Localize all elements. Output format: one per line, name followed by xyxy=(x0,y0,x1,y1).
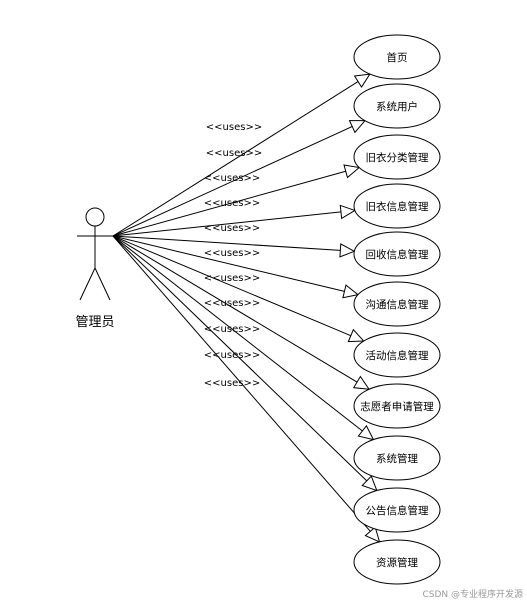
uses-label: <<uses>> xyxy=(204,248,260,259)
relations-group: <<uses>> <<uses>> <<uses>> <<uses>> <<uses>>… xyxy=(112,73,381,543)
actor-name: 管理员 xyxy=(75,315,114,330)
uses-label: <<uses>> xyxy=(204,198,260,209)
use-case-ellipse xyxy=(353,435,441,481)
uses-arrowhead xyxy=(353,73,371,88)
uses-label: <<uses>> xyxy=(204,173,260,184)
uses-relation-line xyxy=(112,81,359,237)
use-case-ellipse xyxy=(353,183,441,229)
actor-figure xyxy=(77,207,113,301)
actor-left-leg xyxy=(79,267,96,301)
use-case-ellipse xyxy=(353,231,441,277)
uses-label: <<uses>> xyxy=(206,122,262,133)
uses-label: <<uses>> xyxy=(204,223,260,234)
uses-arrowhead xyxy=(364,526,381,543)
use-case-ellipse xyxy=(353,134,441,180)
use-case-label: 沟通信息管理 xyxy=(366,298,429,311)
uses-arrowhead xyxy=(339,243,356,258)
uses-arrowhead xyxy=(361,475,378,492)
uses-relation-line xyxy=(112,126,353,237)
actor-right-leg xyxy=(94,267,111,301)
use-case-label: 公告信息管理 xyxy=(366,504,429,517)
uses-relation-line xyxy=(112,235,352,337)
uses-relation-line xyxy=(112,170,346,237)
uses-label: <<uses>> xyxy=(204,298,260,309)
uses-relation-line xyxy=(112,235,358,383)
uses-relation-line xyxy=(112,211,342,237)
uses-label: <<uses>> xyxy=(204,378,260,389)
use-case-ellipse xyxy=(353,487,441,533)
uses-relation-line xyxy=(112,235,371,532)
use-case-label: 旧衣分类管理 xyxy=(366,151,429,164)
uses-arrowhead xyxy=(339,204,357,220)
use-case-ellipse xyxy=(353,539,441,585)
uses-label: <<uses>> xyxy=(206,148,262,159)
use-case-label: 活动信息管理 xyxy=(366,349,429,362)
use-case-label: 志愿者申请管理 xyxy=(360,400,434,413)
use-case-ellipse xyxy=(353,83,441,129)
use-cases-group: 首页系统用户旧衣分类管理旧衣信息管理回收信息管理沟通信息管理活动信息管理志愿者申… xyxy=(353,34,441,585)
use-case-label: 旧衣信息管理 xyxy=(366,200,429,213)
use-case-ellipse xyxy=(353,383,441,429)
uses-arrowhead xyxy=(348,120,367,134)
use-case-label: 系统管理 xyxy=(376,452,418,465)
uses-arrowhead xyxy=(357,424,375,441)
uses-label: <<uses>> xyxy=(204,273,260,284)
uses-label: <<uses>> xyxy=(204,350,260,361)
use-case-label: 资源管理 xyxy=(376,556,418,569)
uses-arrowhead xyxy=(342,284,360,299)
uses-relation-line xyxy=(112,235,363,432)
use-case-ellipse xyxy=(353,34,441,80)
uses-relation-line xyxy=(112,235,368,482)
use-case-label: 系统用户 xyxy=(376,100,418,113)
uses-relation-line xyxy=(112,235,341,251)
uses-arrowhead xyxy=(347,328,365,343)
use-case-label: 回收信息管理 xyxy=(366,248,429,261)
uses-arrowhead xyxy=(352,375,371,390)
uses-label: <<uses>> xyxy=(204,324,260,335)
uses-arrowhead xyxy=(343,164,361,179)
actor-head xyxy=(85,207,105,227)
use-case-ellipse xyxy=(353,281,441,327)
use-case-ellipse xyxy=(353,332,441,378)
uses-relation-line xyxy=(112,235,345,292)
use-case-label: 首页 xyxy=(387,51,408,64)
watermark: CSDN @专业程序开发源 xyxy=(422,588,523,600)
